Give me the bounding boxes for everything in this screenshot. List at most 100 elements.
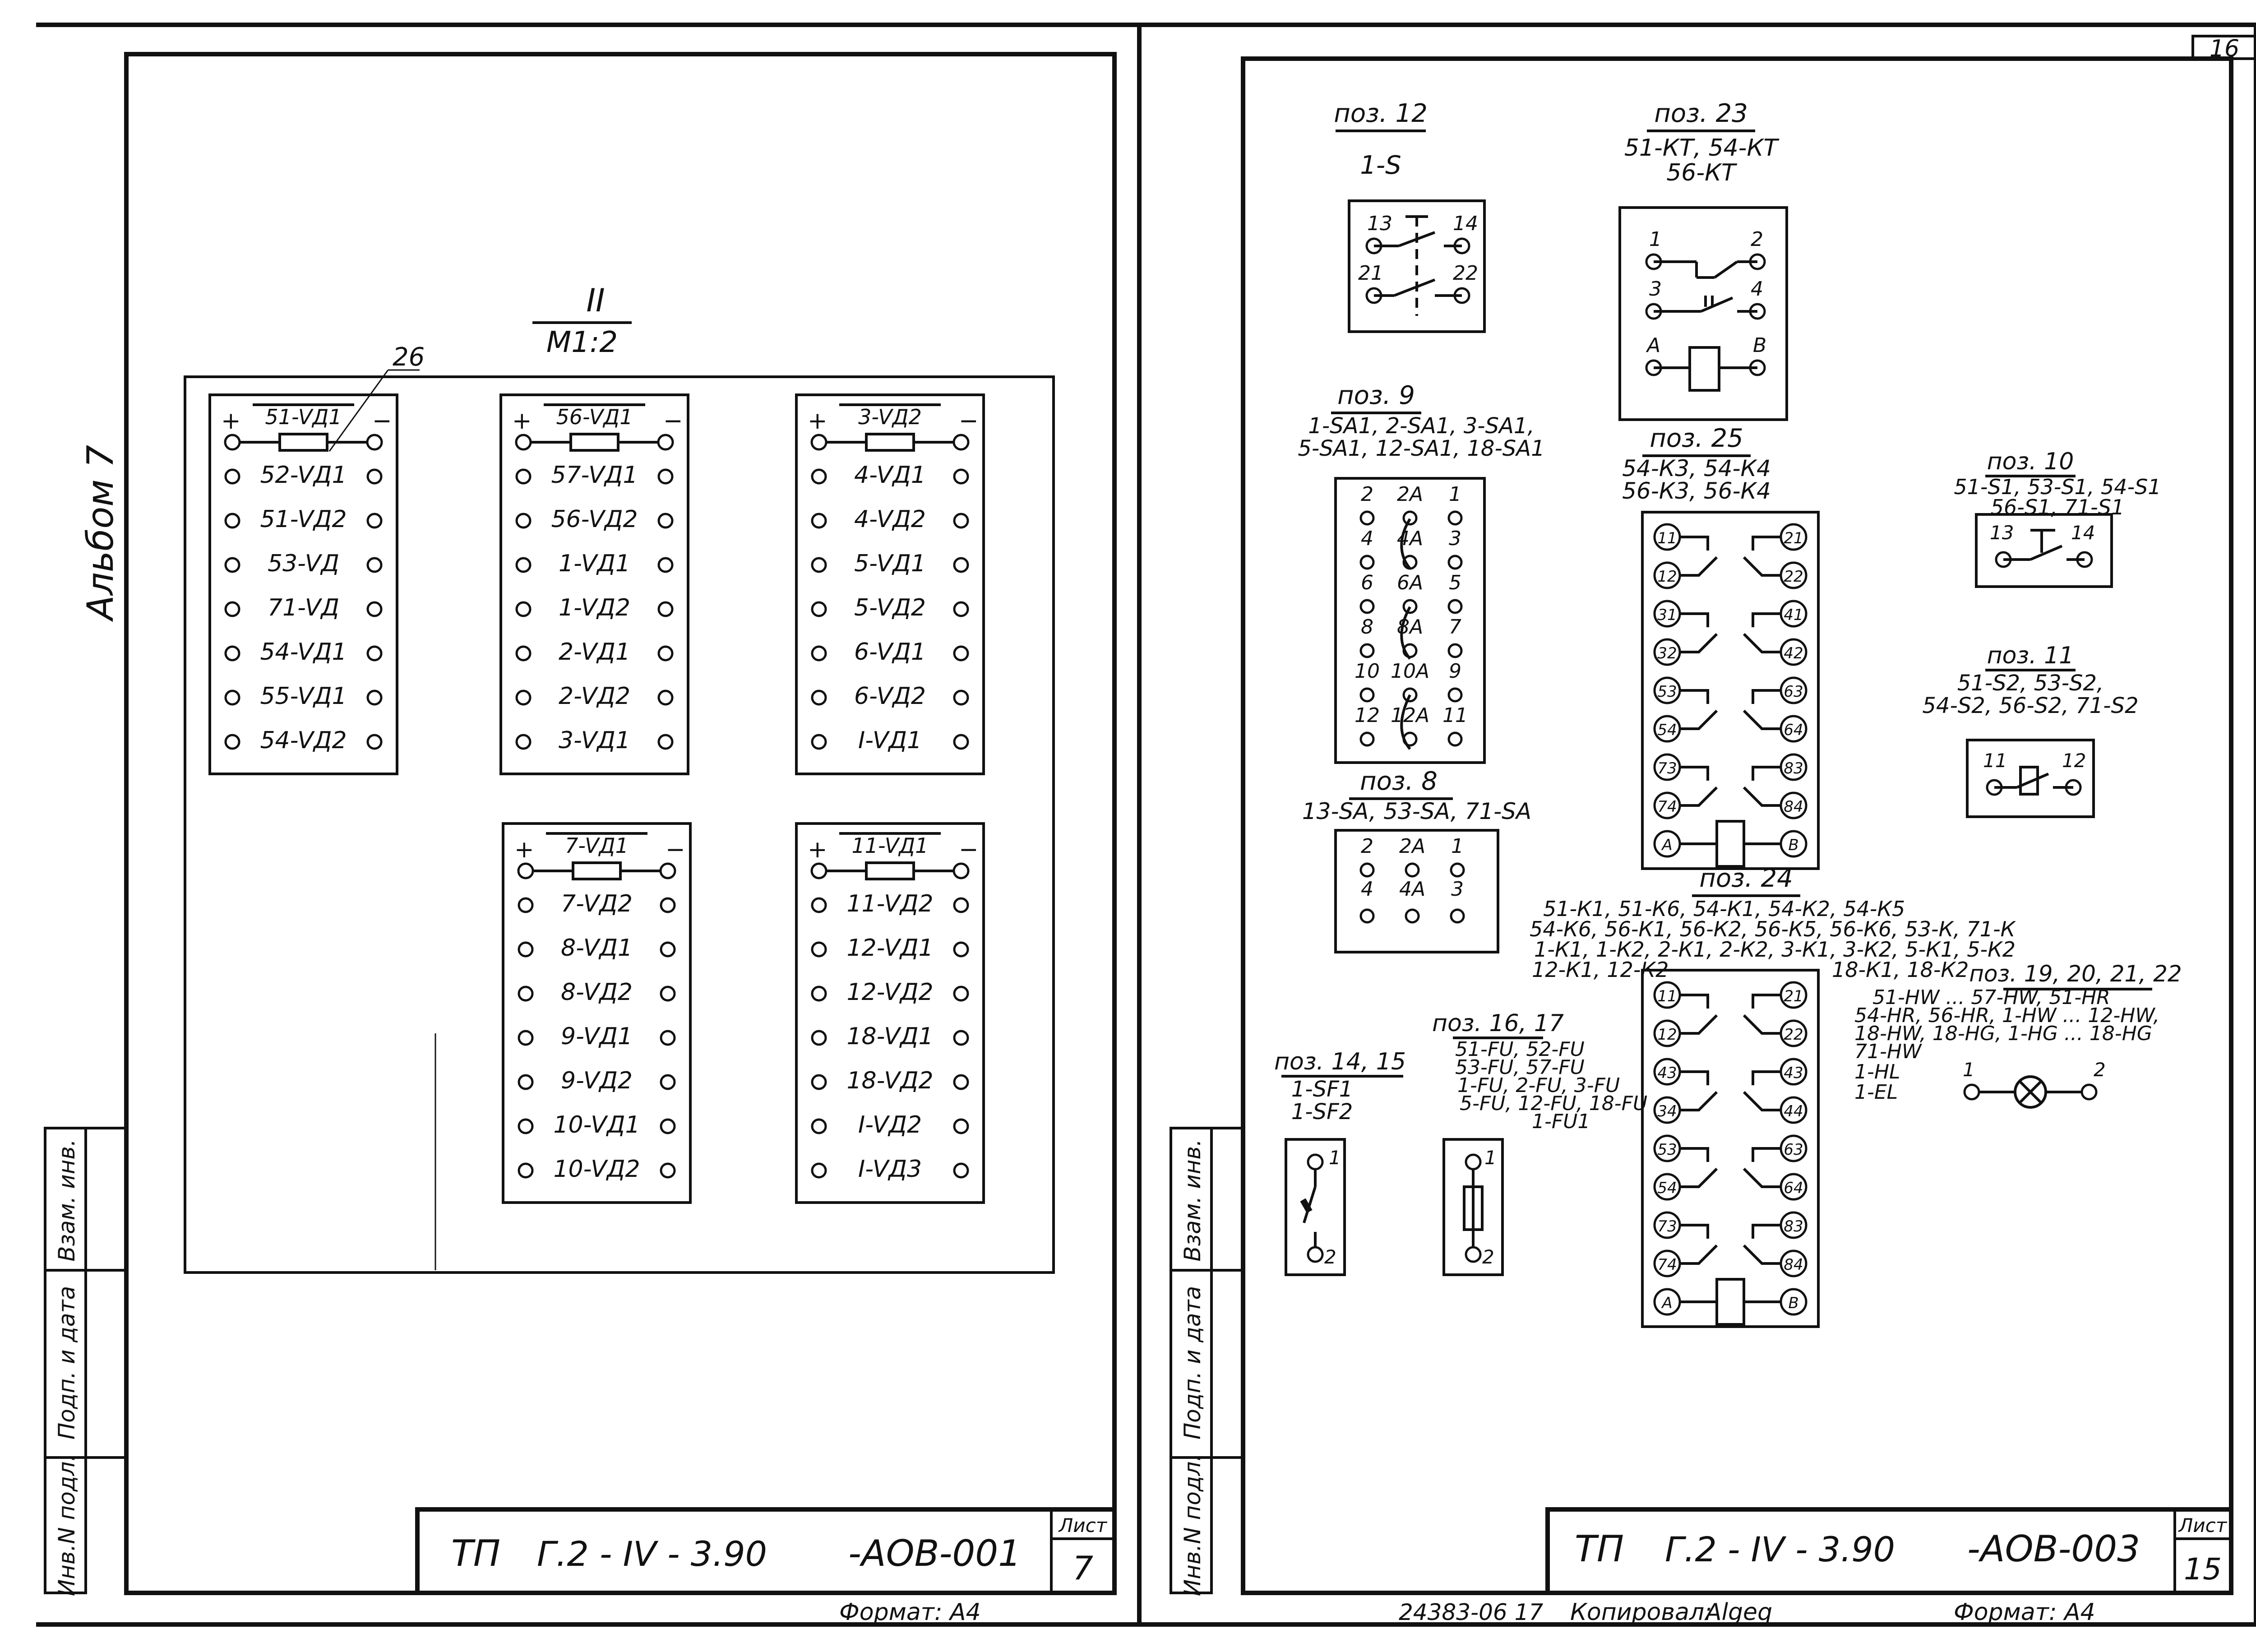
contact-left — [1680, 536, 1718, 577]
terminal-dot — [366, 689, 383, 706]
corner-sheet-no: 16 — [2210, 35, 2239, 62]
pos1922-t1: 1 — [1963, 1059, 1975, 1081]
terminal-label: В — [1788, 1294, 1798, 1312]
board-header: 56-VД1 — [556, 405, 633, 429]
terminal-label: 5-VД1 — [854, 550, 926, 577]
terminal-dot — [1447, 687, 1463, 703]
plus-sign: + — [808, 836, 828, 863]
pos11-t12: 12 — [2062, 750, 2086, 772]
pos1617-t2: 2 — [1482, 1246, 1494, 1268]
terminal-label: 63 — [1784, 1141, 1803, 1159]
terminal-label: 54 — [1657, 1179, 1677, 1197]
pos12-t21: 21 — [1358, 262, 1383, 285]
terminal-label: 32 — [1657, 644, 1677, 662]
right-side-stamp: Инв.N подл. Подп. и дата Взам. инв. — [1170, 1127, 1243, 1596]
terminal-label: 8 — [1361, 615, 1373, 639]
stamp-inv: Инв.N подл. — [54, 1454, 80, 1596]
pos1415-sub2: 1-SF2 — [1291, 1099, 1353, 1124]
pos1922-title: поз. 19, 20, 21, 22 — [1969, 961, 2182, 987]
terminal-label: 74 — [1657, 1256, 1677, 1274]
tb-code: Г.2 - IV - 3.90 — [537, 1534, 767, 1574]
terminal-label: 10 — [1355, 660, 1380, 683]
pos24-line3: 1-К1, 1-К2, 2-К1, 2-К2, 3-К1, 3-К2, 5-К1… — [1534, 937, 2016, 962]
contact-right — [1743, 689, 1781, 730]
terminal-label: 7-VД2 — [561, 890, 633, 917]
terminal-dot — [953, 1118, 969, 1134]
right-format: Формат: А4 — [1954, 1599, 2095, 1626]
terminal-dot — [518, 1074, 534, 1090]
panel-outline — [184, 375, 1055, 1274]
terminal-dot — [657, 734, 674, 750]
terminal-label: 56-VД2 — [551, 506, 638, 533]
terminal-label: 5-VД2 — [854, 594, 926, 621]
pos23-t3: 3 — [1649, 278, 1662, 301]
terminal-dot — [953, 986, 969, 1002]
board-header: 51-VД1 — [265, 405, 342, 429]
resistor — [572, 861, 622, 880]
terminal-label: 43 — [1784, 1064, 1803, 1082]
terminal-label: 10-VД2 — [553, 1156, 640, 1183]
terminal-dot — [1359, 731, 1375, 747]
pos23-tA: А — [1646, 334, 1660, 357]
terminal-dot — [1447, 555, 1463, 570]
contact-left — [1680, 612, 1718, 653]
pos23-block: поз. 23 51-КТ, 54-КТ 56-КТ 1 2 3 4 А В — [1618, 99, 1788, 421]
pos1617-line1: 51-FU, 52-FU — [1455, 1038, 1585, 1061]
copied-signature: Algeq — [1704, 1599, 1772, 1626]
terminal-label: 55-VД1 — [260, 683, 347, 710]
terminal-label: 54-VД2 — [260, 727, 347, 754]
terminal-dot — [811, 897, 827, 913]
board-outline — [795, 822, 985, 1204]
pos1415-title: поз. 14, 15 — [1274, 1048, 1406, 1075]
terminal-dot — [952, 434, 970, 451]
minus-sign: − — [959, 836, 979, 863]
terminal-label: 21 — [1784, 987, 1803, 1005]
terminal-dot — [1402, 599, 1418, 614]
pos24-line5: 18-К1, 18-К2 — [1832, 958, 1969, 982]
contact-right — [1743, 1070, 1781, 1111]
terminal-dot — [657, 645, 674, 662]
terminal-dot — [660, 1074, 676, 1090]
terminal-dot — [515, 645, 532, 662]
terminal-label: 53 — [1657, 1141, 1677, 1159]
order-number: 24383-06 17 — [1399, 1599, 1543, 1625]
terminal-dot — [366, 513, 383, 529]
contact-bridge — [1400, 518, 1411, 750]
board-outline — [208, 393, 398, 775]
terminal-dot — [657, 557, 674, 573]
pos1617-line3: 1-FU, 2-FU, 3-FU — [1457, 1074, 1620, 1097]
pos1922-block: поз. 19, 20, 21, 22 51-НW ... 57-НW, 51-… — [1854, 961, 2182, 1109]
terminal-dot — [1359, 599, 1375, 614]
terminal-label: I-VД3 — [858, 1156, 922, 1183]
terminal-dot — [515, 513, 532, 529]
terminal-label: 52-VД1 — [260, 462, 347, 489]
terminal-dot — [1359, 908, 1375, 924]
terminal-label: 2А — [1397, 483, 1423, 506]
terminal-label: 6А — [1397, 571, 1423, 594]
relay-coil — [1715, 1278, 1745, 1326]
terminal-label: 12 — [1355, 704, 1380, 727]
terminal-label: 4 — [1361, 527, 1373, 550]
terminal-label: 1-VД2 — [559, 594, 630, 621]
pos1922-t2: 2 — [2094, 1059, 2106, 1081]
resistor — [278, 433, 328, 452]
relay-coil — [1715, 820, 1745, 868]
pos1617-line2: 53-FU, 57-FU — [1455, 1056, 1585, 1079]
left-side-stamp: Инв.N подл. Подп. и дата Взам. инв. — [44, 1127, 126, 1596]
terminal-label: 42 — [1784, 644, 1803, 662]
callout-26: 26 — [393, 342, 425, 372]
terminal-label: 8-VД1 — [561, 935, 633, 962]
terminal-dot — [515, 601, 532, 617]
terminal-dot — [811, 1162, 827, 1179]
terminal-label: 4-VД1 — [854, 462, 926, 489]
stamp-sign-r: Подп. и дата — [1179, 1286, 1206, 1440]
pos23-t1: 1 — [1649, 228, 1662, 251]
terminal-label: 5 — [1449, 571, 1461, 594]
board-outline — [795, 393, 985, 775]
terminal-label: 11 — [1442, 704, 1468, 727]
pos12-t13: 13 — [1367, 212, 1392, 235]
resistor — [865, 433, 915, 452]
terminal-label: 2-VД1 — [559, 639, 630, 666]
terminal-dot — [953, 601, 969, 617]
